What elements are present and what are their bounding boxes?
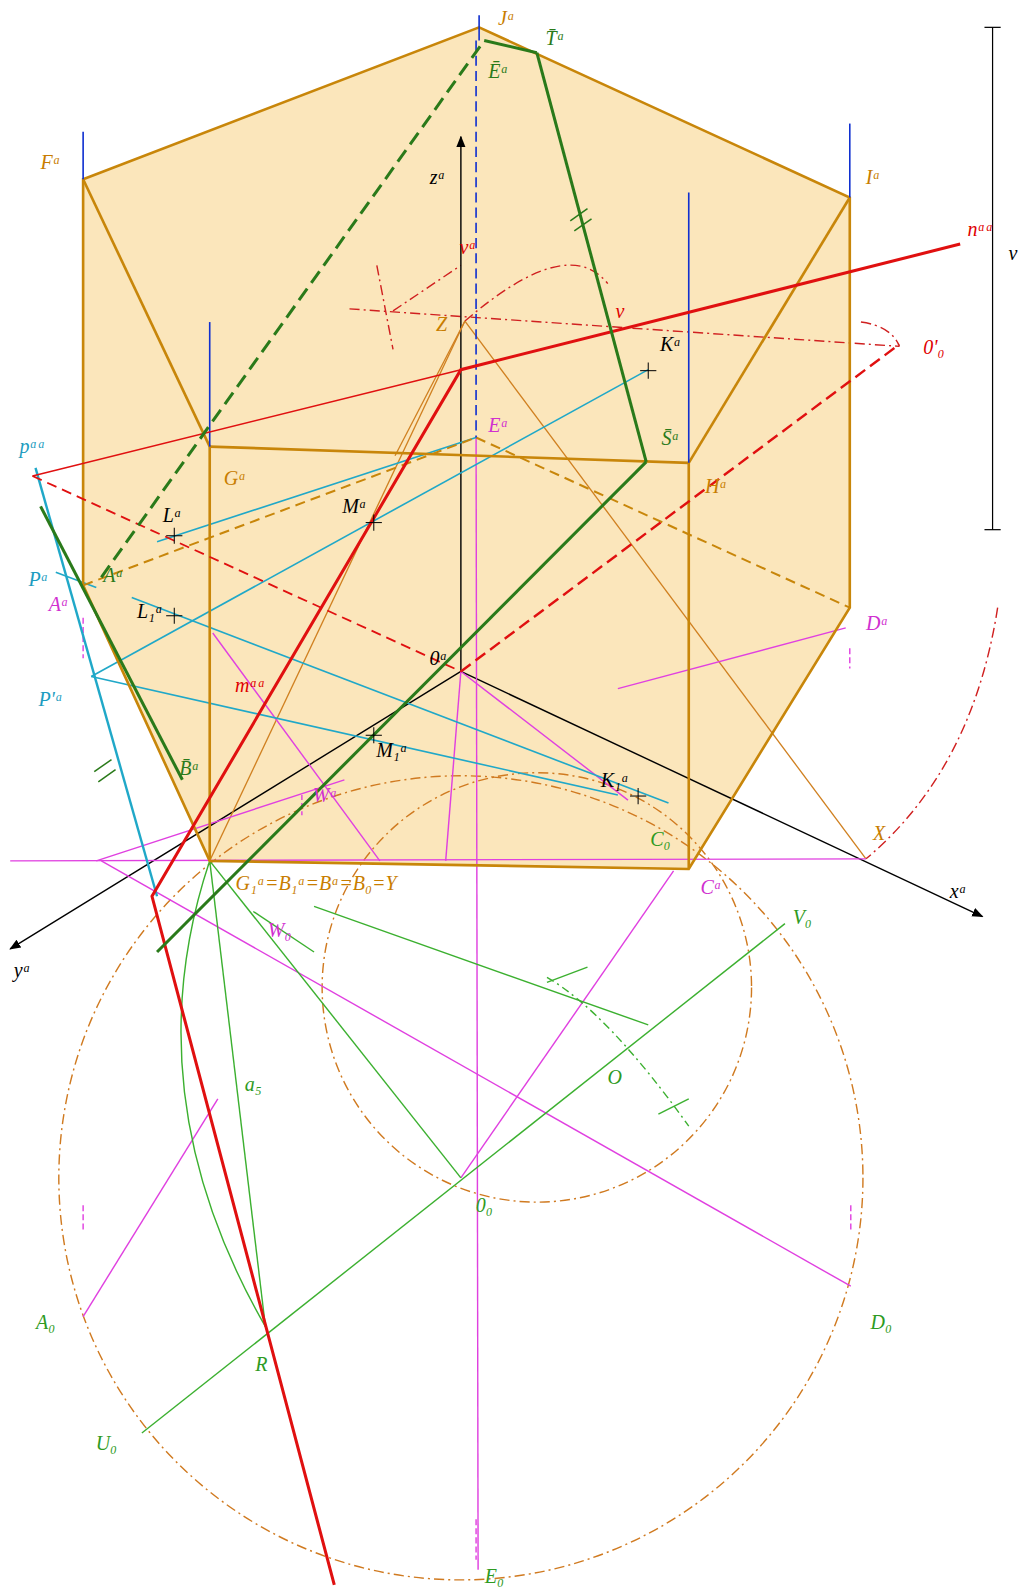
point-label: 0ᵃ <box>430 648 448 668</box>
point-label: Mᵃ <box>342 496 367 516</box>
point-label: R <box>255 1354 267 1374</box>
point-label: D₀ <box>871 1312 892 1332</box>
point-label: xᵃ <box>950 881 967 901</box>
point-label: B̄ᵃ <box>179 758 199 778</box>
red-lines <box>32 244 960 1585</box>
point-label: 0₀ <box>476 1195 493 1215</box>
point-label: mᵅᵃ <box>235 675 265 695</box>
point-label: Dᵃ <box>866 613 888 633</box>
point-label: S̄ᵃ <box>662 428 680 448</box>
point-label: Wᵃ <box>313 785 338 805</box>
point-label: C₀ <box>650 829 670 849</box>
prism-face <box>83 27 850 869</box>
orange-construction <box>10 321 866 861</box>
point-label: M₁ᵃ <box>376 740 408 760</box>
point-label: Jᵃ <box>498 8 515 28</box>
point-label: vᵃ <box>460 237 477 257</box>
point-label: X <box>873 823 885 843</box>
point-label: Aᵃ <box>103 565 123 585</box>
point-label: U₀ <box>96 1433 117 1453</box>
construction-circles <box>59 773 863 1580</box>
point-label: K₁ᵃ <box>601 770 629 790</box>
point-label: E₀ <box>485 1566 504 1586</box>
blue-verticals <box>83 15 850 463</box>
magenta-construction <box>83 438 851 1570</box>
point-label: A₀ <box>36 1312 55 1332</box>
point-label: pᵅᵃ <box>19 436 45 456</box>
point-label: v <box>1008 243 1017 263</box>
point-label: W₀ <box>268 920 292 940</box>
axes <box>10 137 982 949</box>
point-label: Lᵃ <box>163 505 182 525</box>
point-label: Cᵃ <box>700 877 721 897</box>
dark-green-lines <box>41 41 647 952</box>
point-label: P'ᵃ <box>38 689 62 709</box>
point-label: Z <box>436 314 447 334</box>
point-label: nᵅᵃ <box>968 219 994 239</box>
point-label: T̄ᵃ <box>546 28 565 48</box>
point-label: 0'₀ <box>923 337 944 357</box>
prism-edges <box>83 27 850 869</box>
point-label: G₁ᵃ=B₁ᵃ=Bᵃ=B₀=Y <box>236 873 397 893</box>
point-label: Hᵃ <box>705 476 727 496</box>
point-label: Fᵃ <box>41 152 61 172</box>
point-label: Eᵃ <box>488 415 508 435</box>
point-label: Ēᵃ <box>488 61 508 81</box>
dimension-line <box>984 27 1000 529</box>
green-construction <box>142 841 785 1433</box>
cyan-construction <box>36 370 669 897</box>
point-label: yᵃ <box>14 960 31 980</box>
point-label: zᵃ <box>430 167 446 187</box>
point-label: Aᵃ <box>49 594 69 614</box>
point-label: Iᵃ <box>866 167 881 187</box>
point-crosses <box>166 363 656 805</box>
point-label: a₅ <box>245 1074 262 1094</box>
point-label: Gᵃ <box>224 468 246 488</box>
point-label: V₀ <box>793 907 812 927</box>
point-label: O <box>608 1067 622 1087</box>
point-label: Kᵃ <box>660 334 681 354</box>
red-construction <box>349 265 997 859</box>
point-label: v <box>615 301 624 321</box>
point-label: Pᵃ <box>28 569 48 589</box>
point-label: L₁ᵃ <box>137 601 163 621</box>
